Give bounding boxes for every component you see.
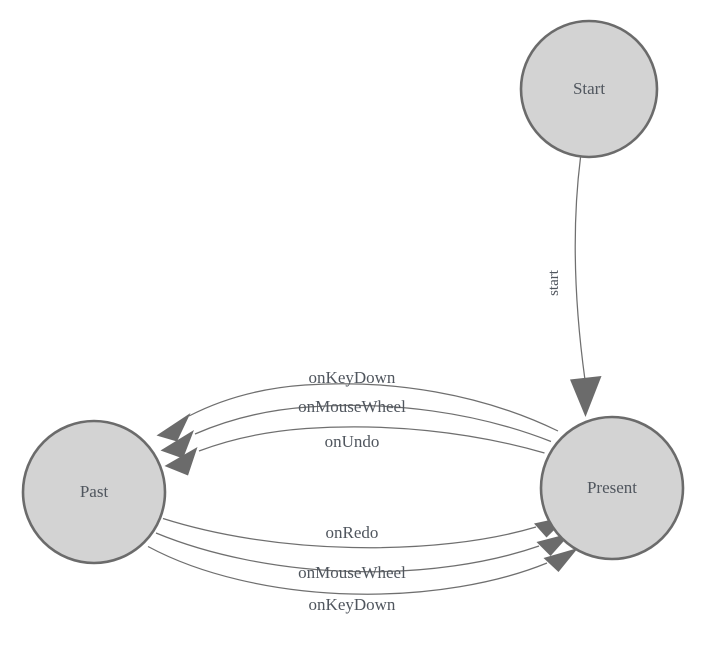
edge-label-start: start xyxy=(546,269,562,296)
edge-onkeydown-undo[interactable] xyxy=(156,383,559,442)
node-past[interactable]: Past xyxy=(21,419,167,565)
edge-onredo-path xyxy=(162,517,537,549)
edge-onundo-path xyxy=(198,426,545,454)
edge-onmousewheel-undo-arrowhead xyxy=(160,430,194,459)
node-layer: Start Past Present xyxy=(21,19,685,565)
node-start[interactable]: Start xyxy=(519,19,659,159)
edge-start-hitarea[interactable] xyxy=(575,158,585,381)
edge-start-path xyxy=(574,157,586,381)
edge-onkeydown-redo-path xyxy=(147,545,548,595)
edge-layer xyxy=(147,157,602,595)
node-past-circle[interactable] xyxy=(21,419,167,565)
edge-onmousewheel-undo-path xyxy=(194,404,552,443)
edge-onundo[interactable] xyxy=(164,426,545,476)
node-start-circle[interactable] xyxy=(519,19,659,159)
edge-onmousewheel-redo-path xyxy=(155,532,540,573)
edge-start[interactable] xyxy=(570,157,602,418)
node-present[interactable]: Present xyxy=(539,415,685,561)
node-present-circle[interactable] xyxy=(539,415,685,561)
edge-onkeydown-redo[interactable] xyxy=(147,545,578,595)
edge-onredo[interactable] xyxy=(162,516,569,549)
edge-label-onundo: onUndo xyxy=(325,432,380,451)
edge-onmousewheel-undo[interactable] xyxy=(160,404,552,459)
edge-onundo-hitarea[interactable] xyxy=(199,427,545,453)
edge-onkeydown-undo-path xyxy=(188,383,559,432)
edge-start-arrowhead xyxy=(570,376,602,417)
edge-onredo-hitarea[interactable] xyxy=(163,519,536,548)
edge-onkeydown-redo-arrowhead xyxy=(543,548,578,572)
edge-onkeydown-undo-arrowhead xyxy=(156,413,191,442)
edge-label-onredo: onRedo xyxy=(326,523,379,542)
edge-onundo-arrowhead xyxy=(164,447,198,476)
